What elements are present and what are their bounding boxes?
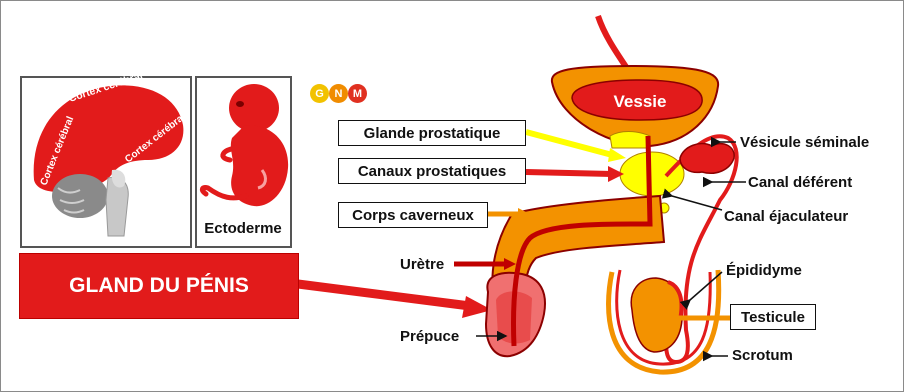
- logo-n: N: [329, 84, 348, 103]
- canal-ejaculateur-label: Canal éjaculateur: [724, 208, 848, 225]
- canal-deferent-label: Canal déférent: [748, 174, 852, 191]
- scrotum-label: Scrotum: [732, 347, 793, 364]
- embryo-illustration: [202, 84, 288, 206]
- embryo-label: Ectoderme: [197, 220, 289, 237]
- uretre-label: Urètre: [400, 256, 444, 273]
- epididyme-label: Épididyme: [726, 262, 802, 279]
- corps-caverneux-box: Corps caverneux: [338, 202, 488, 228]
- logo-m: M: [348, 84, 367, 103]
- gland-banner: GLAND DU PÉNIS: [20, 254, 298, 318]
- prepuce-label: Prépuce: [400, 328, 459, 345]
- bladder-label: Vessie: [590, 92, 690, 112]
- glande-prostatique-box: Glande prostatique: [338, 120, 526, 146]
- vesicule-seminale-label: Vésicule séminale: [740, 134, 869, 151]
- testicule-box: Testicule: [730, 304, 816, 330]
- canaux-prostatiques-box: Canaux prostatiques: [338, 158, 526, 184]
- logo-g: G: [310, 84, 329, 103]
